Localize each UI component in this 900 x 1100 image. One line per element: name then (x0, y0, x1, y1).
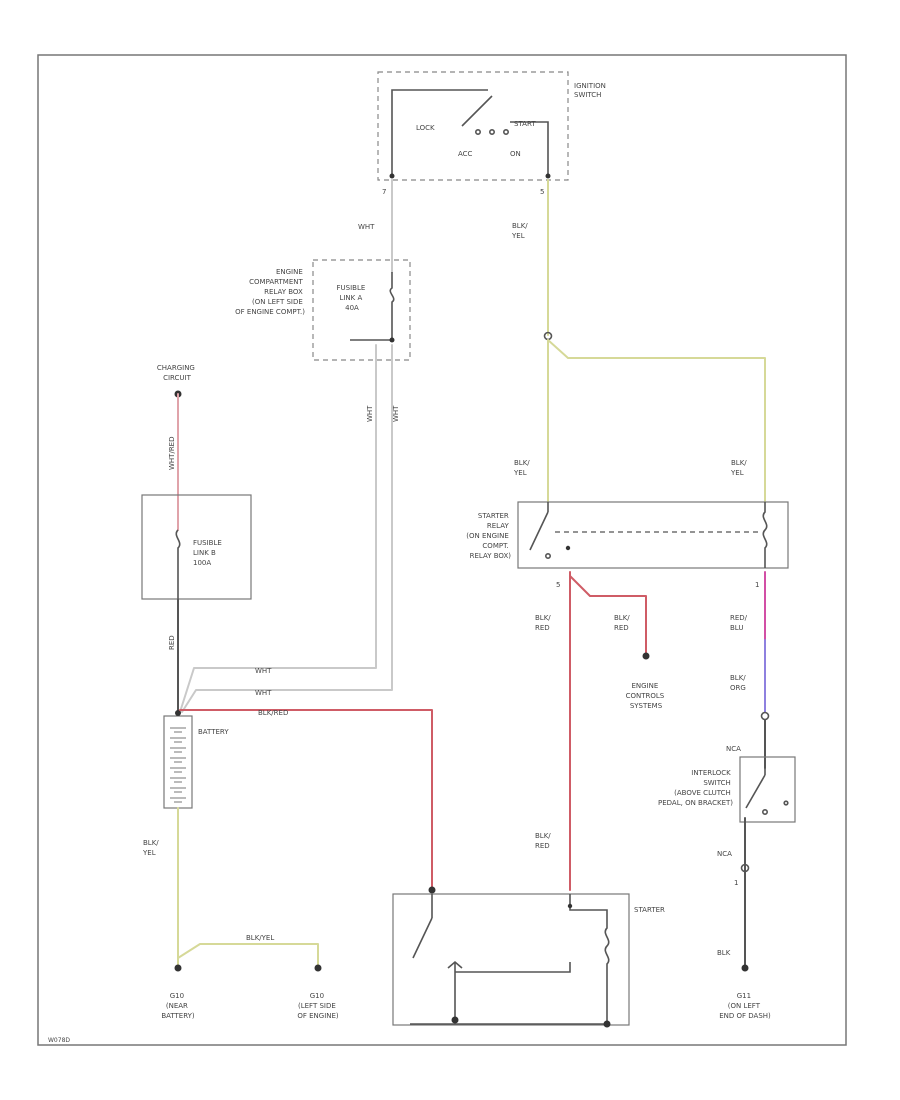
fusible-link-b-label: FUSIBLE LINK B 100A (193, 539, 224, 567)
ignition-pin-7: 7 (382, 188, 386, 196)
nca-label-lower: NCA (717, 850, 732, 858)
ignition-pin-5: 5 (540, 188, 544, 196)
wire-blk-yel-inline-label: BLK/YEL (246, 934, 274, 942)
wire-wht-red-label: WHT/RED (168, 437, 176, 471)
wire-blk-org-label: BLK/ ORG (730, 674, 748, 692)
engine-relay-box-label: ENGINE COMPARTMENT RELAY BOX (ON LEFT SI… (235, 268, 305, 316)
wire-blk-red-engine-controls (569, 575, 647, 657)
engine-compartment-relay-box (312, 259, 411, 361)
starter-label: STARTER (634, 906, 665, 914)
wire-blk-label: BLK (717, 949, 731, 957)
wire-red-blu-label: RED/ BLU (730, 614, 749, 632)
wire-blk-red-label: BLK/RED (258, 709, 288, 717)
wire-wht-to-battery-2 (181, 344, 393, 713)
starter-relay-pin-1: 1 (755, 581, 759, 589)
wire-red-label: RED (168, 635, 176, 650)
nca-label-upper: NCA (726, 745, 741, 753)
diagram-id: W078D (48, 1037, 70, 1044)
interlock-switch (745, 768, 789, 815)
wire-wht-to-battery-1 (179, 344, 377, 713)
ignition-lock-label: LOCK (416, 124, 435, 132)
wire-blk-yel-right-label: BLK/ YEL (730, 459, 749, 477)
ignition-start-label: START (514, 120, 536, 128)
wire-wht-label-upper-2: WHT (392, 405, 400, 422)
starter-box (392, 893, 630, 1026)
wire-blk-yel-engine-ground (177, 943, 319, 967)
wire-blk-red-mid3-label: BLK/ RED (535, 832, 553, 850)
fusible-link-a (350, 272, 395, 343)
charging-circuit-label: CHARGING CIRCUIT (157, 364, 197, 382)
wire-blk-red-battery-starter (179, 709, 433, 891)
fusible-link-b (175, 529, 181, 600)
wire-blk-yel-mid-label: BLK/ YEL (513, 459, 532, 477)
wire-wht-label: WHT (358, 223, 375, 231)
starter-motor (410, 894, 611, 1028)
wire-blk-red-mid2-label: BLK/ RED (614, 614, 632, 632)
wire-wht-label-lower-1: WHT (255, 667, 272, 675)
interlock-switch-box (739, 756, 796, 823)
starter-relay (529, 502, 768, 568)
engine-controls-label: ENGINE CONTROLS SYSTEMS (626, 682, 667, 710)
starter-relay-label: STARTER RELAY (ON ENGINE COMPT. RELAY BO… (466, 512, 511, 560)
wire-wht-label-upper-1: WHT (366, 405, 374, 422)
wire-blk-red-mid1-label: BLK/ RED (535, 614, 553, 632)
ground-left-engine-label: G10 (LEFT SIDE OF ENGINE) (297, 992, 339, 1020)
wire-blk-yel-top-label: BLK/ YEL (511, 222, 530, 240)
ground-near-battery-label: G10 (NEAR BATTERY) (161, 992, 195, 1020)
battery (163, 715, 193, 809)
wire-wht-label-lower-2: WHT (255, 689, 272, 697)
starter-relay-pin-5: 5 (556, 581, 560, 589)
diagram-frame (37, 54, 847, 1046)
interlock-pin-1: 1 (734, 879, 738, 887)
ignition-switch (377, 71, 569, 181)
ground-dash-label: G11 (ON LEFT END OF DASH) (719, 992, 771, 1020)
battery-label: BATTERY (198, 728, 229, 736)
wire-blk-yel-relay-right (547, 339, 766, 503)
fusible-link-a-label: FUSIBLE LINK A 40A (336, 284, 367, 312)
interlock-switch-label: INTERLOCK SWITCH (ABOVE CLUTCH PEDAL, ON… (658, 769, 733, 807)
ignition-on-label: ON (510, 150, 521, 158)
fusible-link-b-box (141, 494, 252, 600)
wire-blk-yel-left-label: BLK/ YEL (142, 839, 161, 857)
starter-relay-box (517, 501, 789, 569)
ignition-switch-label: IGNITION SWITCH (574, 82, 608, 99)
ignition-acc-label: ACC (458, 150, 473, 158)
